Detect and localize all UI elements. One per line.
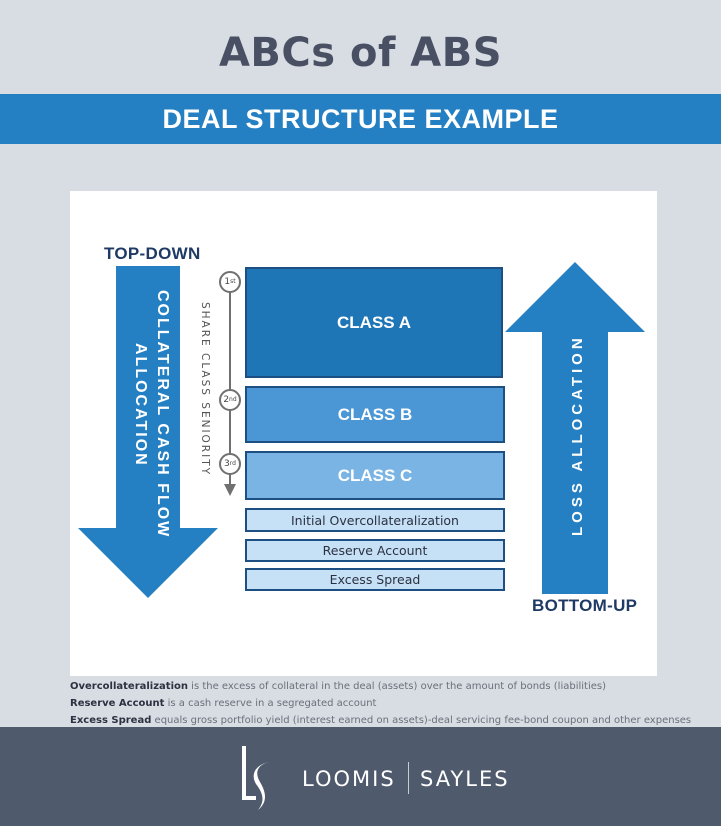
subtitle-text: DEAL STRUCTURE EXAMPLE [162, 103, 559, 134]
cash-flow-line2: ALLOCATION [132, 343, 149, 467]
class-b-box: CLASS B [245, 386, 505, 443]
note-overcollateralization: Overcollateralization is the excess of c… [70, 680, 691, 697]
note-reserve-account: Reserve Account is a cash reserve in a s… [70, 697, 691, 714]
note-text: is a cash reserve in a segregated accoun… [164, 698, 377, 709]
seniority-label: SHARE CLASS SENIORITY [199, 302, 211, 477]
subtitle-banner: DEAL STRUCTURE EXAMPLE [0, 94, 721, 144]
loomis-sayles-logo-icon [242, 746, 270, 810]
note-term: Reserve Account [70, 698, 165, 709]
brand-sayles: SAYLES [420, 767, 510, 791]
class-b-label: CLASS B [337, 404, 413, 424]
definitions: Overcollateralization is the excess of c… [70, 680, 691, 731]
class-c-label: CLASS C [337, 465, 413, 485]
bottom-up-label: BOTTOM-UP [532, 596, 638, 615]
reserve-account-box: Reserve Account [245, 539, 505, 562]
up-arrow-icon [505, 262, 645, 594]
badge-suffix: st [230, 278, 236, 285]
badge-suffix: nd [229, 396, 237, 403]
page-title: ABCs of ABS [218, 30, 503, 76]
excess-spread-label: Excess Spread [329, 572, 421, 587]
class-c-box: CLASS C [245, 451, 505, 500]
badge-number: 3 [224, 459, 230, 469]
badge-number: 1 [224, 277, 231, 287]
class-a-box: CLASS A [245, 267, 503, 378]
note-text: is the excess of collateral in the deal … [188, 681, 606, 692]
initial-overcollateralization-box: Initial Overcollateralization [245, 508, 505, 532]
down-arrow-icon [78, 266, 218, 598]
initial-overcollateralization-label: Initial Overcollateralization [291, 512, 459, 528]
note-term: Overcollateralization [70, 681, 188, 692]
seniority-arrowhead-icon [224, 484, 236, 496]
class-a-label: CLASS A [337, 312, 411, 332]
brand-divider [408, 762, 409, 794]
note-text: equals gross portfolio yield (interest e… [151, 715, 692, 726]
note-excess-spread: Excess Spread equals gross portfolio yie… [70, 714, 691, 731]
note-term: Excess Spread [70, 715, 152, 726]
excess-spread-box: Excess Spread [245, 568, 505, 591]
badge-number: 2 [223, 395, 230, 405]
reserve-account-label: Reserve Account [322, 543, 428, 558]
cash-flow-allocation-text: COLLATERAL CASH FLOW ALLOCATION [113, 290, 173, 538]
seniority-line [229, 285, 231, 485]
top-down-label: TOP-DOWN [104, 244, 201, 263]
footer [0, 727, 721, 826]
cash-flow-line1: COLLATERAL CASH FLOW [154, 290, 171, 539]
brand-loomis: LOOMIS [302, 767, 396, 791]
badge-suffix: rd [229, 460, 236, 467]
loss-allocation-text: LOSS ALLOCATION [569, 334, 586, 536]
